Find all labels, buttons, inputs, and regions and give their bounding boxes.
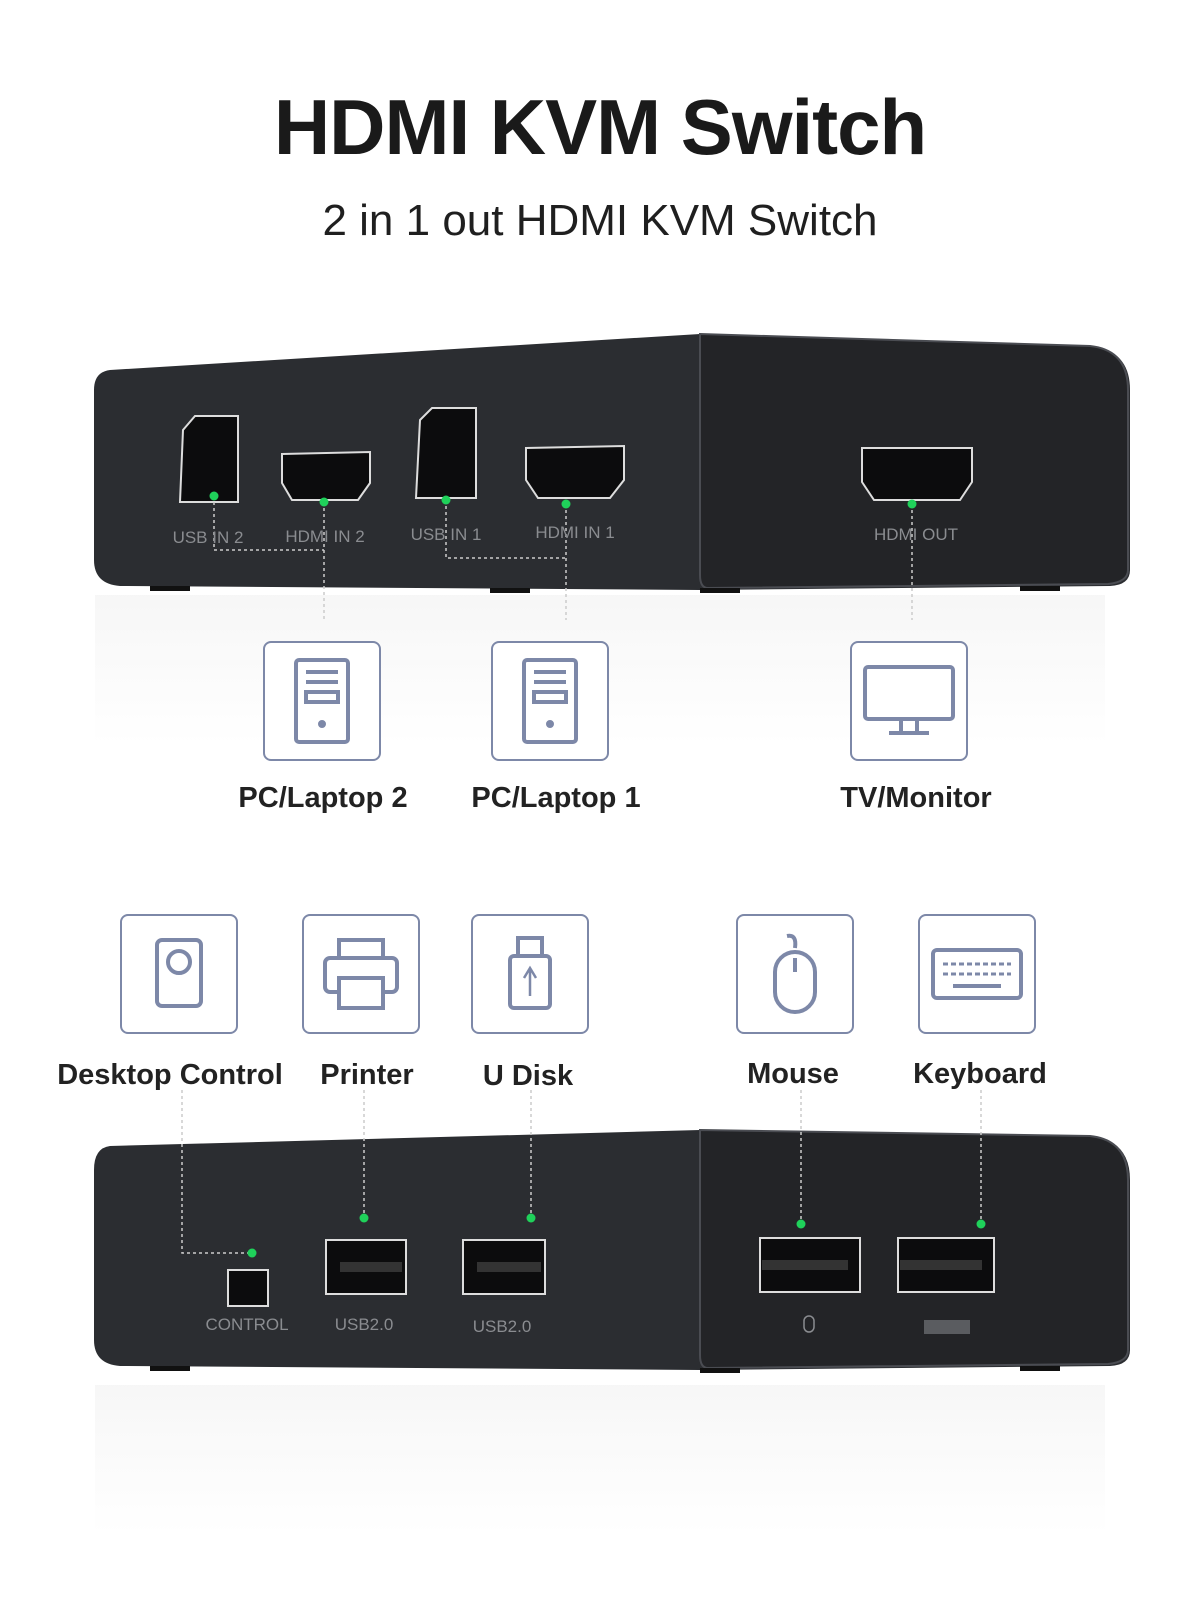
port-label-hdmi-in-1: HDMI IN 1	[535, 523, 614, 542]
kvm-switch-rear-bottom: CONTROL USB2.0 USB2.0	[94, 1090, 1130, 1373]
device-label-mouse: Mouse	[747, 1058, 839, 1090]
device-label-tv-monitor: TV/Monitor	[840, 782, 992, 814]
port-label-control: CONTROL	[205, 1315, 288, 1334]
port-label-usb-in-2: USB IN 2	[173, 528, 244, 547]
keyboard-port-icon	[924, 1320, 970, 1334]
pc-tower-icon	[491, 641, 609, 761]
port-label-hdmi-out: HDMI OUT	[874, 525, 958, 544]
device-label-desktop-control: Desktop Control	[57, 1059, 283, 1091]
device-label-pc-laptop-2: PC/Laptop 2	[238, 782, 408, 814]
page-title: HDMI KVM Switch	[273, 83, 927, 171]
port-label-usb-in-1: USB IN 1	[411, 525, 482, 544]
port-label-usb2-2: USB2.0	[473, 1317, 532, 1336]
port-label-usb2-1: USB2.0	[335, 1315, 394, 1334]
keyboard-icon	[918, 914, 1036, 1034]
device-label-printer: Printer	[320, 1059, 414, 1091]
device-label-pc-laptop-1: PC/Laptop 1	[471, 782, 641, 814]
device-label-keyboard: Keyboard	[913, 1058, 1047, 1090]
device-reflection	[95, 1385, 1105, 1535]
pc-tower-icon	[263, 641, 381, 761]
desktop-control-icon	[120, 914, 238, 1034]
mouse-icon	[736, 914, 854, 1034]
port-label-hdmi-in-2: HDMI IN 2	[285, 527, 364, 546]
page-subtitle: 2 in 1 out HDMI KVM Switch	[322, 196, 878, 245]
device-label-u-disk: U Disk	[482, 1060, 574, 1092]
mouse-port-icon	[803, 1315, 815, 1333]
monitor-icon	[850, 641, 968, 761]
printer-icon	[302, 914, 420, 1034]
kvm-switch-front-top: USB IN 2 HDMI IN 2 USB IN 1 HDMI IN 1 HD…	[94, 332, 1130, 620]
usb-drive-icon	[471, 914, 589, 1034]
